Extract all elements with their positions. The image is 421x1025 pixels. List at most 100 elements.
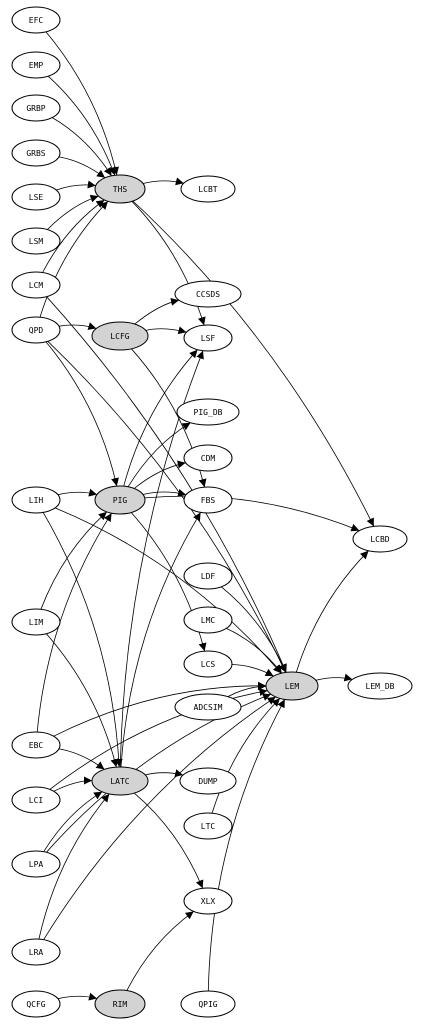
edge-lcfg-to-lsf xyxy=(145,326,187,335)
edge-lih-to-latc xyxy=(42,512,123,768)
node-shape xyxy=(11,786,61,814)
edge-lih-to-pig xyxy=(57,488,98,497)
node-shape xyxy=(183,606,233,634)
node-qcfg: QCFG xyxy=(11,990,61,1018)
edge-pig-to-lcs xyxy=(130,512,207,652)
node-label: LEM xyxy=(285,682,300,691)
node-ltc: LTC xyxy=(183,812,233,840)
node-label: RIM xyxy=(113,1000,128,1009)
edge-pig-to-pig_db xyxy=(127,422,191,488)
node-lcbt: LCBT xyxy=(180,175,236,203)
edge-ths-to-lsf xyxy=(131,201,206,326)
node-shape xyxy=(11,183,61,211)
node-label: LCI xyxy=(29,796,44,805)
node-label: LDF xyxy=(201,572,216,581)
node-shape xyxy=(183,887,233,915)
node-lem: LEM xyxy=(265,671,319,701)
edge-rim-to-xlx xyxy=(126,911,194,991)
node-shape xyxy=(265,671,319,701)
edge-pig-to-lcbd xyxy=(144,495,360,532)
edge-lsm-to-ths xyxy=(47,194,99,230)
node-shape xyxy=(11,227,61,255)
node-adcsim: ADCSIM xyxy=(174,693,242,721)
node-ths: THS xyxy=(94,174,146,204)
node-label: LRA xyxy=(29,948,44,957)
edge-ebc-to-pig xyxy=(36,512,112,733)
edge-qpd-to-pig xyxy=(45,341,119,487)
edge-lci-to-lem xyxy=(49,688,268,790)
node-label: LCFG xyxy=(110,332,129,341)
node-latc: LATC xyxy=(91,766,149,796)
node-label: THS xyxy=(113,185,128,194)
node-shape xyxy=(179,767,237,795)
node-label: LCBT xyxy=(198,185,217,194)
node-lcbd: LCBD xyxy=(352,525,408,553)
node-shape xyxy=(11,938,61,966)
edge-ths-to-lcbt xyxy=(142,177,184,186)
edge-lcm-to-ths xyxy=(42,199,105,273)
node-rim: RIM xyxy=(94,989,146,1019)
edge-qcfg-to-rim xyxy=(57,992,98,1001)
node-shape xyxy=(91,321,149,351)
node-shape xyxy=(11,271,61,299)
node-label: LATC xyxy=(110,777,129,786)
edge-adcsim-to-lem xyxy=(227,682,267,697)
node-lcs: LCS xyxy=(183,650,233,678)
node-shape xyxy=(94,989,146,1019)
edge-ldf-to-lem xyxy=(221,586,287,673)
node-lcm: LCM xyxy=(11,271,61,299)
node-shape xyxy=(11,608,61,636)
edge-latc-to-fbs xyxy=(120,512,201,768)
node-lci: LCI xyxy=(11,786,61,814)
node-shape xyxy=(91,766,149,796)
edge-qpd-to-lcfg xyxy=(58,322,97,330)
node-shape xyxy=(174,280,242,308)
edge-latc-to-dump xyxy=(145,769,184,778)
node-shape xyxy=(94,174,146,204)
node-lem-db: LEM_DB xyxy=(347,672,413,700)
edge-lse-to-ths xyxy=(56,180,96,191)
node-pig-db: PIG_DB xyxy=(176,398,240,426)
node-label: LCBD xyxy=(370,535,389,544)
edge-ths-to-lcbd xyxy=(132,200,375,527)
edge-lim-to-latc xyxy=(45,633,119,768)
edge-lra-to-latc xyxy=(38,793,110,940)
node-label: CDM xyxy=(201,454,216,463)
node-label: LSF xyxy=(201,334,216,343)
node-lpa: LPA xyxy=(11,850,61,878)
edge-pig-to-cdm xyxy=(133,460,186,489)
node-label: LPA xyxy=(29,860,44,869)
node-shape xyxy=(11,486,61,514)
edge-grbs-to-ths xyxy=(58,156,106,179)
node-label: DUMP xyxy=(198,777,217,786)
node-label: GRBS xyxy=(26,149,45,158)
edge-ebc-to-latc xyxy=(58,748,105,770)
node-shape xyxy=(11,6,61,34)
edge-qpig-to-lem xyxy=(207,699,286,992)
node-lih: LIH xyxy=(11,486,61,514)
node-label: EFC xyxy=(29,16,44,25)
edge-lmc-to-lem xyxy=(226,628,283,674)
node-shape xyxy=(94,485,146,515)
edge-lcfg-to-ccsds xyxy=(134,297,180,325)
edge-ltc-to-lem xyxy=(211,698,281,814)
node-shape xyxy=(183,812,233,840)
edge-efc-to-ths xyxy=(45,31,119,176)
edge-qpd-to-lem xyxy=(47,341,286,673)
node-label: LSM xyxy=(29,237,44,246)
node-pig: PIG xyxy=(94,485,146,515)
edge-lcm-to-lem xyxy=(46,296,287,673)
node-label: ADCSIM xyxy=(194,703,223,712)
node-shape xyxy=(183,444,233,472)
node-emp: EMP xyxy=(11,51,61,79)
edge-lem-to-lcbd xyxy=(295,550,369,673)
node-label: QCFG xyxy=(26,1000,45,1009)
node-shape xyxy=(174,693,242,721)
edge-lpa-to-latc xyxy=(43,791,103,852)
node-label: PIG_DB xyxy=(194,408,223,417)
node-shape xyxy=(11,94,61,122)
node-lmc: LMC xyxy=(183,606,233,634)
edge-lem-to-lem_db xyxy=(315,673,353,682)
node-label: LCS xyxy=(201,660,216,669)
